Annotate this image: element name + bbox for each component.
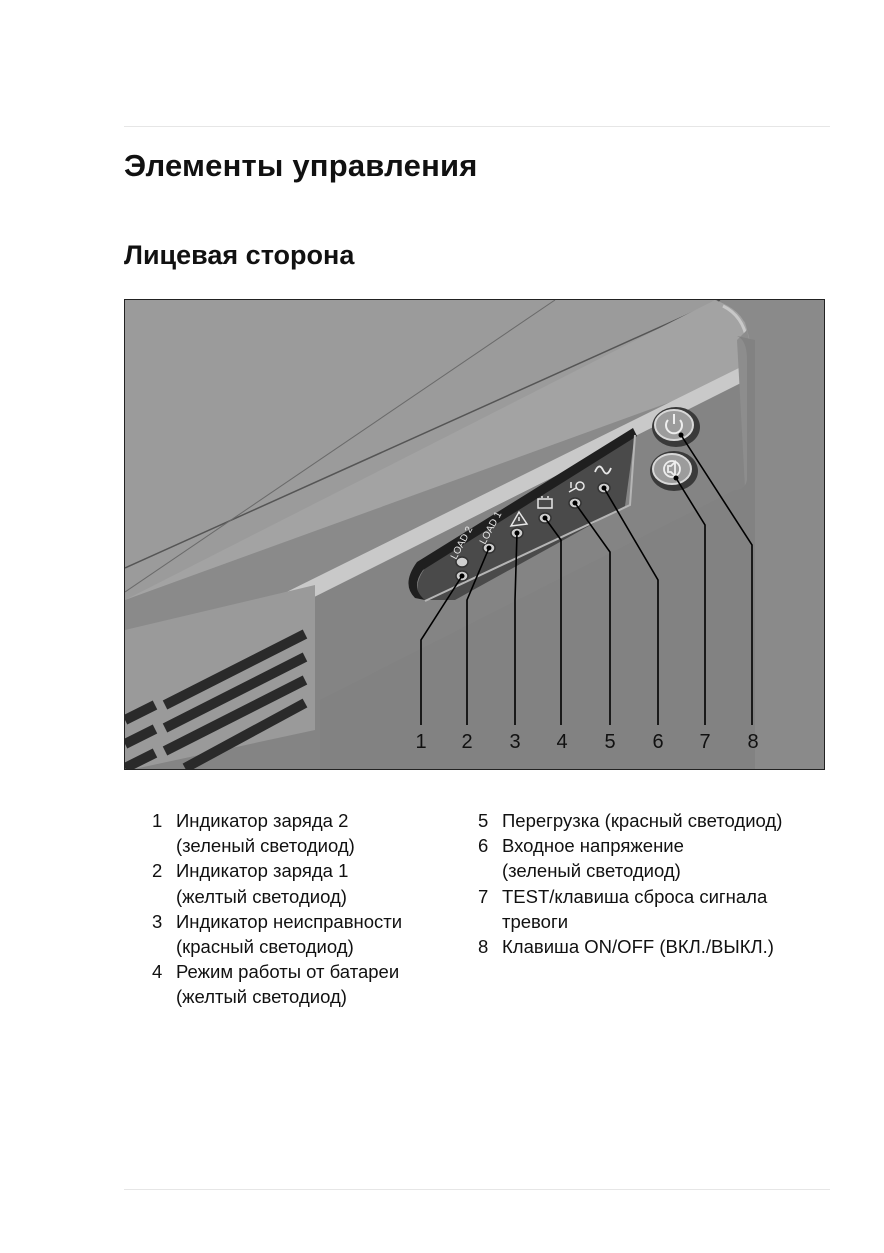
legend-item: 3 Индикатор неисправности (красный светод… [152,909,462,959]
legend-column-1: 1 Индикатор заряда 2(зеленый светодиод) … [152,808,462,1010]
legend-number: 6 [478,835,489,857]
legend-number: 3 [152,910,163,932]
legend-text-continued: (зеленый светодиод) [176,835,355,857]
callout-4: 4 [556,731,567,753]
legend-number: 4 [152,961,163,983]
legend-item: 1 Индикатор заряда 2 (зеленый светодиод) [152,808,462,858]
legend-column-2: 5 Перегрузка (красный светодиод) 6 Входн… [478,808,828,959]
legend-text-continued: (желтый светодиод) [176,885,347,907]
callout-7: 7 [699,731,710,753]
legend-text: TEST/клавиша сброса сигнала [502,885,768,907]
section-title: Лицевая сторона [124,240,355,270]
legend-item: 8 Клавиша ON/OFF (ВКЛ./ВЫКЛ.) [478,934,828,959]
legend-text: Индикатор неисправности [176,910,403,932]
callout-6: 6 [652,731,663,753]
callout-8: 8 [747,731,758,753]
overload-icon [568,481,585,493]
legend-text: Перегрузка (красный светодиод) [502,810,783,831]
legend-text-continued: (зеленый светодиод) [502,860,681,882]
legend-text: Индикатор заряда 2 [176,810,349,831]
warning-triangle-icon [509,510,529,527]
legend-text-continued: тревоги [502,910,569,932]
page-title: Элементы управления [124,148,478,183]
legend-item: 2 Индикатор заряда 1 (желтый светодиод) [152,858,462,908]
power-button [652,407,700,447]
legend-number: 8 [478,936,489,958]
power-icon [665,414,683,435]
legend-text: Индикатор заряда 1 [176,860,349,882]
test-button [650,451,698,491]
legend-item: 5 Перегрузка (красный светодиод) [478,808,828,833]
legend-number: 7 [478,885,489,907]
legend-item: 7 TEST/клавиша сброса сигнала тревоги [478,884,828,934]
legend-number: 5 [478,810,489,831]
legend-text-continued: (желтый светодиод) [176,986,347,1008]
vent-slots-icon [125,629,308,769]
ups-front-panel-illustration: LOAD 2 LOAD 1 [124,299,825,770]
sine-wave-icon [594,465,612,475]
legend-text: Клавиша ON/OFF (ВКЛ./ВЫКЛ.) [502,936,774,958]
legend-number: 2 [152,860,163,882]
battery-icon [537,496,553,509]
bottom-rule [124,1189,830,1190]
callout-lines [420,434,753,725]
legend-text-continued: (красный светодиод) [176,936,354,958]
callout-2: 2 [461,731,472,753]
callout-1: 1 [415,731,426,753]
legend-number: 1 [152,810,163,831]
legend-item: 6 Входное напряжение (зеленый светодиод) [478,833,828,883]
callout-5: 5 [604,731,615,753]
legend-text: Входное напряжение [502,835,684,857]
legend-item: 4 Режим работы от батареи (желтый светоди… [152,959,462,1009]
legend-text: Режим работы от батареи [176,961,400,983]
top-rule [124,126,830,127]
callout-3: 3 [509,731,520,753]
